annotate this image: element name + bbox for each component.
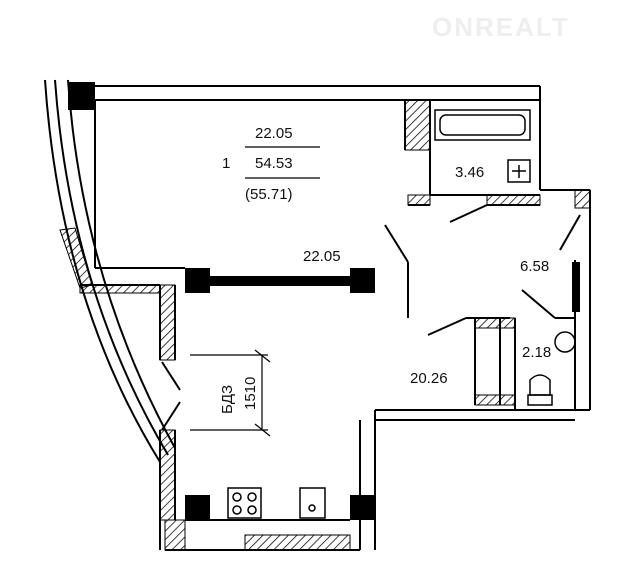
total-area-label: 54.53 xyxy=(255,155,293,172)
rooms-count: 1 xyxy=(222,155,230,172)
living-area-label: 22.05 xyxy=(255,125,293,142)
toilet-area: 2.18 xyxy=(522,344,551,361)
kitchen-area: 20.26 xyxy=(410,370,448,387)
hallway-area: 6.58 xyxy=(520,258,549,275)
sink-icon xyxy=(507,159,531,183)
balcony-door-label: БДЗ xyxy=(219,385,236,414)
bathroom-area: 3.46 xyxy=(455,164,484,181)
stove-icon xyxy=(227,487,262,519)
washbasin-icon xyxy=(554,331,576,353)
living-room-area: 22.05 xyxy=(303,248,341,265)
toilet-icon xyxy=(529,374,551,396)
logo-watermark: ONREALT xyxy=(432,12,570,43)
bathtub-icon xyxy=(434,109,531,141)
balcony-door-width: 1510 xyxy=(242,377,259,410)
total-area-with-balcony-label: (55.71) xyxy=(245,186,293,203)
hatched-walls xyxy=(59,99,591,551)
walls xyxy=(44,79,591,551)
logo-text: ONREALT xyxy=(432,12,570,42)
kitchen-sink-icon xyxy=(299,487,326,519)
columns xyxy=(68,82,580,520)
